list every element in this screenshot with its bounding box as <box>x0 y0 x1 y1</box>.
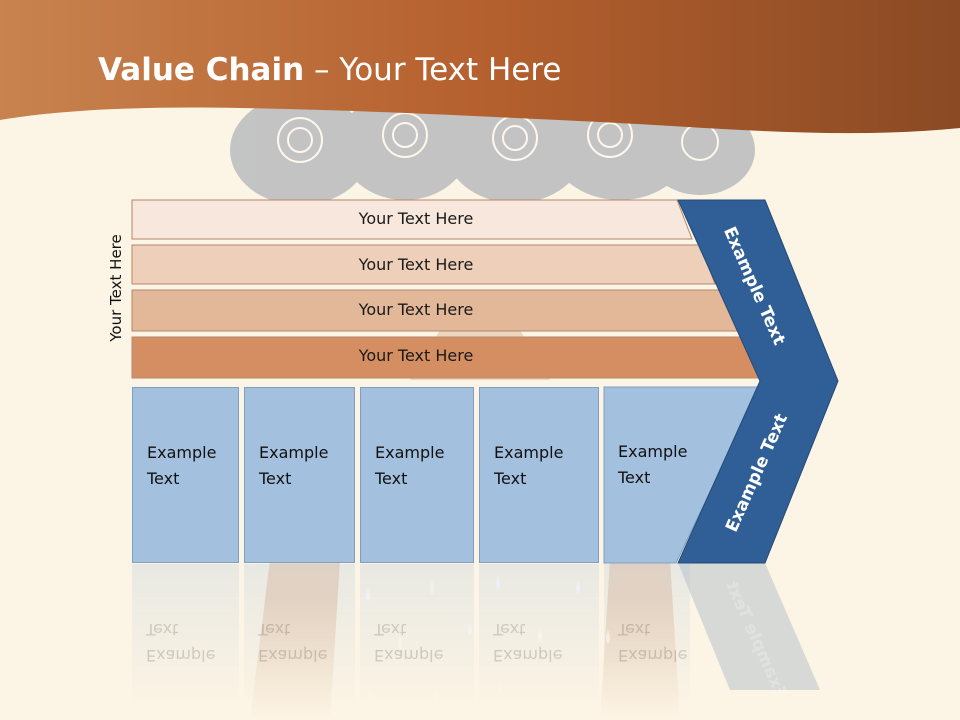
margin-chevron-reflection <box>678 563 820 690</box>
primary-column-5-shape <box>603 386 761 564</box>
col-3-line-1: Example <box>375 443 445 462</box>
col-4-reflection-line-1: Example <box>493 646 563 665</box>
col-3-line-2: Text <box>375 469 408 488</box>
primary-column-2-reflection: Example Text <box>244 564 355 720</box>
support-bar-2-label: Your Text Here <box>358 255 474 274</box>
col-2-line-1: Example <box>259 443 329 462</box>
col-4-line-2: Text <box>494 469 527 488</box>
col-3-reflection-line-2: Text <box>374 620 407 639</box>
col-1-reflection-line-1: Example <box>146 646 216 665</box>
support-bar-1 <box>131 199 693 240</box>
col-1-line-2: Text <box>147 469 180 488</box>
support-bar-1-label: Your Text Here <box>358 209 474 228</box>
col-3-reflection-line-1: Example <box>374 646 444 665</box>
primary-column-3-reflection: Example Text <box>360 564 474 720</box>
support-bar-2 <box>131 244 716 285</box>
title-rest: – Your Text Here <box>304 52 562 88</box>
col-1-reflection-line-2: Text <box>146 620 179 639</box>
col-5-reflection-line-2: Text <box>618 620 651 639</box>
col-5-line-1: Example <box>618 442 688 461</box>
col-2-reflection-line-2: Text <box>258 620 291 639</box>
col-5-line-2: Text <box>618 468 651 487</box>
col-4-reflection-line-2: Text <box>493 620 526 639</box>
slide-title: Value Chain – Your Text Here <box>98 52 561 88</box>
col-2-line-2: Text <box>259 469 292 488</box>
primary-column-1-reflection: Example Text <box>132 564 239 720</box>
title-bold: Value Chain <box>98 52 305 88</box>
col-4-line-1: Example <box>494 443 564 462</box>
col-1-line-1: Example <box>147 443 217 462</box>
margin-chevron <box>677 199 839 564</box>
support-bar-4-label: Your Text Here <box>358 346 474 365</box>
header-band <box>0 0 960 134</box>
col-2-reflection-line-1: Example <box>258 646 328 665</box>
primary-column-4-reflection: Example Text <box>479 564 599 720</box>
col-5-reflection-line-1: Example <box>618 646 688 665</box>
support-bar-3-label: Your Text Here <box>358 300 474 319</box>
primary-column-5-reflection: Example Text <box>604 564 690 720</box>
